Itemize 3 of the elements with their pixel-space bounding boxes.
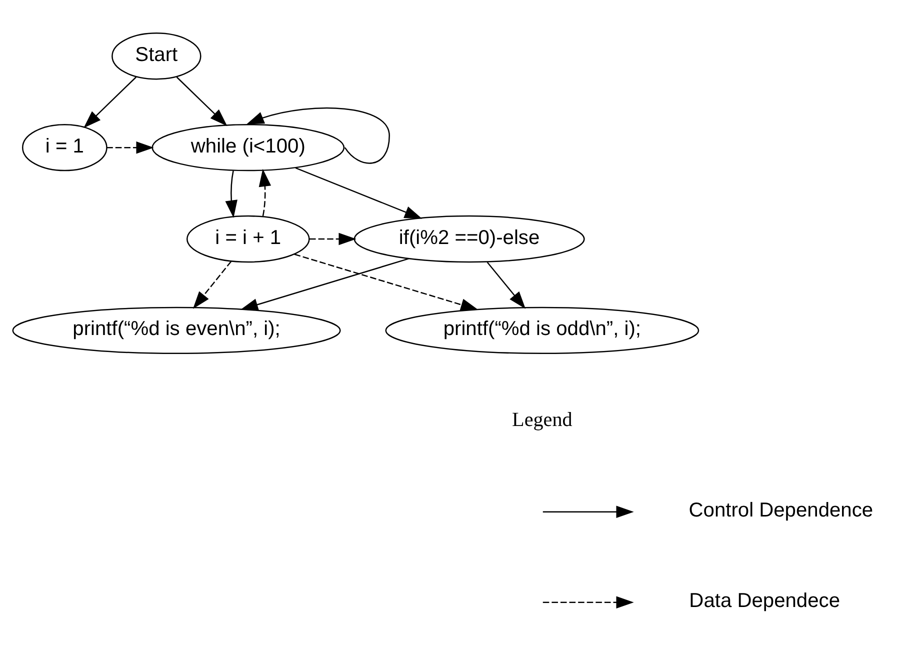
legend-label: Control Dependence — [688, 499, 874, 522]
label: Legend — [512, 408, 572, 431]
legend-label: Data Dependece — [689, 590, 840, 612]
